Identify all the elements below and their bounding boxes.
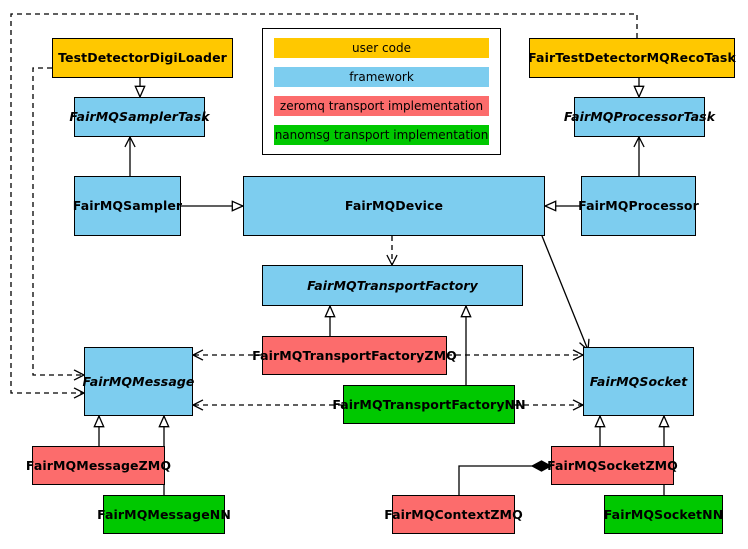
class-node-fairmq-sampler[interactable]: FairMQSampler (72, 176, 183, 236)
class-node-test-detector-digi-loader[interactable]: TestDetectorDigiLoader (52, 38, 233, 78)
class-node-label: FairMQMessageZMQ (25, 457, 172, 473)
class-node-fairmq-socket-nn[interactable]: FairMQSocketNN (604, 495, 723, 534)
class-node-label: FairMQContextZMQ (384, 506, 523, 522)
class-node-label: FairMQTransportFactoryZMQ (252, 347, 457, 363)
legend-label-user-code: user code (352, 41, 411, 55)
class-node-fairmq-transport-factory-zmq[interactable]: FairMQTransportFactoryZMQ (252, 336, 457, 375)
edge-device-to-socket (541, 235, 588, 350)
class-node-fairmq-device[interactable]: FairMQDevice (243, 176, 545, 236)
class-node-label: FairMQTransportFactoryNN (332, 396, 526, 412)
class-node-fairmq-sampler-task[interactable]: FairMQSamplerTask (69, 97, 210, 137)
class-node-label: FairMQSocketZMQ (547, 457, 678, 473)
class-node-fairmq-message-nn[interactable]: FairMQMessageNN (97, 495, 231, 534)
class-node-fairmq-socket[interactable]: FairMQSocket (583, 347, 694, 416)
class-node-label: FairMQSocketNN (603, 506, 724, 522)
legend-item-framework: framework (274, 67, 489, 87)
legend-label-nanomsg: nanomsg transport implementation (274, 128, 489, 142)
legend-item-zeromq: zeromq transport implementation (274, 96, 489, 116)
class-node-fairmq-context-zmq[interactable]: FairMQContextZMQ (384, 495, 523, 534)
class-node-label: FairMQProcessor (578, 198, 699, 214)
legend: user code framework zeromq transport imp… (262, 28, 501, 155)
class-node-fairmq-processor-task[interactable]: FairMQProcessorTask (564, 97, 715, 137)
class-node-fairmq-processor[interactable]: FairMQProcessor (578, 176, 699, 236)
class-node-label: FairMQSamplerTask (69, 109, 210, 125)
class-node-label: FairMQSampler (72, 198, 183, 214)
legend-item-user-code: user code (274, 38, 489, 58)
class-node-label: FairMQProcessorTask (563, 109, 716, 125)
legend-label-framework: framework (349, 70, 414, 84)
class-node-label: FairMQDevice (344, 198, 444, 214)
edge-contextzmq-to-socketzmq (458, 466, 551, 495)
class-node-fairmq-message[interactable]: FairMQMessage (82, 347, 195, 416)
class-node-label: FairMQMessage (82, 373, 195, 389)
legend-label-zeromq: zeromq transport implementation (279, 99, 484, 113)
class-node-label: FairMQSocket (589, 373, 688, 389)
class-node-label: FairMQTransportFactory (307, 277, 478, 293)
class-node-fairmq-transport-factory-nn[interactable]: FairMQTransportFactoryNN (332, 385, 526, 424)
class-node-label: FairTestDetectorMQRecoTask (528, 50, 736, 66)
class-node-fairtestdetector-mqreco-task[interactable]: FairTestDetectorMQRecoTask (528, 38, 736, 78)
legend-item-nanomsg: nanomsg transport implementation (274, 125, 489, 145)
class-node-label: TestDetectorDigiLoader (58, 50, 227, 66)
class-node-fairmq-transport-factory[interactable]: FairMQTransportFactory (262, 265, 523, 306)
class-node-fairmq-message-zmq[interactable]: FairMQMessageZMQ (26, 446, 171, 485)
class-node-fairmq-socket-zmq[interactable]: FairMQSocketZMQ (547, 446, 678, 485)
class-node-label: FairMQMessageNN (97, 506, 231, 522)
